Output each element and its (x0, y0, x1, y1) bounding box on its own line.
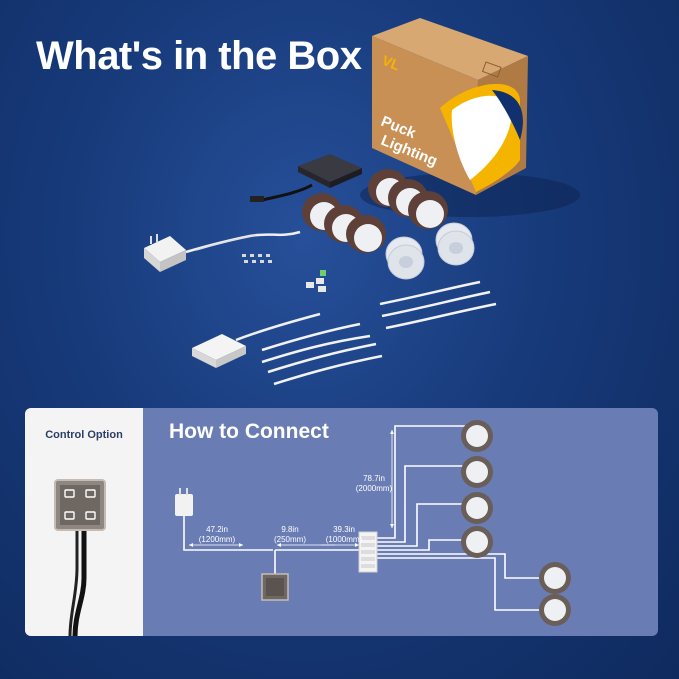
cable-length-lights-mm: (2000mm) (355, 484, 393, 493)
connectors (306, 270, 326, 292)
puck-light (408, 191, 448, 229)
product-box: Puck Lighting VL (372, 18, 528, 195)
cable-length-hub-mm: (1000mm) (325, 535, 363, 544)
cable-length-adapter-mm: (1200mm) (198, 535, 236, 544)
touch-switch-icon (261, 573, 289, 601)
cable-length-adapter: 47.2in (1200mm) (191, 525, 243, 545)
how-to-connect-title: How to Connect (169, 420, 329, 443)
puck-light-icon (461, 492, 493, 524)
puck-light-icons (461, 420, 571, 626)
control-option-label: Control Option (45, 429, 123, 441)
connection-panel: Control Option How to Connect (25, 408, 658, 636)
touch-switch (250, 154, 362, 202)
control-option-panel: Control Option (25, 408, 143, 636)
puck-light (346, 215, 386, 253)
puck-light-icon (461, 526, 493, 558)
power-adapter (144, 230, 301, 272)
cable-length-hub: 39.3in (1000mm) (317, 525, 371, 545)
puck-light-icon (461, 420, 493, 452)
power-adapter-icon (175, 488, 193, 516)
distribution-hub-icon (358, 531, 378, 573)
touch-switch-illustration (54, 479, 106, 636)
cable-length-switch-mm: (250mm) (273, 535, 306, 544)
extension-cables (261, 280, 497, 386)
cable-length-switch-in: 9.8in (281, 525, 299, 534)
distribution-hub (192, 312, 321, 368)
puck-light-icon (539, 594, 571, 626)
screws (242, 254, 272, 263)
puck-light-icon (539, 562, 571, 594)
cable-length-lights-in: 78.7in (363, 474, 385, 483)
puck-lights (302, 169, 448, 253)
box-contents-illustration: Puck Lighting VL (144, 18, 580, 386)
cable-length-hub-in: 39.3in (333, 525, 355, 534)
wiring-diagram (175, 420, 571, 626)
cable-length-lights: 78.7in (2000mm) (347, 474, 401, 494)
cable-length-adapter-in: 47.2in (206, 525, 228, 534)
cable-length-switch: 9.8in (250mm) (265, 525, 315, 545)
headline: What's in the Box (36, 34, 362, 78)
brand-logo: VL (380, 52, 403, 74)
puck-light-icon (461, 456, 493, 488)
adhesive-pads (385, 222, 475, 280)
